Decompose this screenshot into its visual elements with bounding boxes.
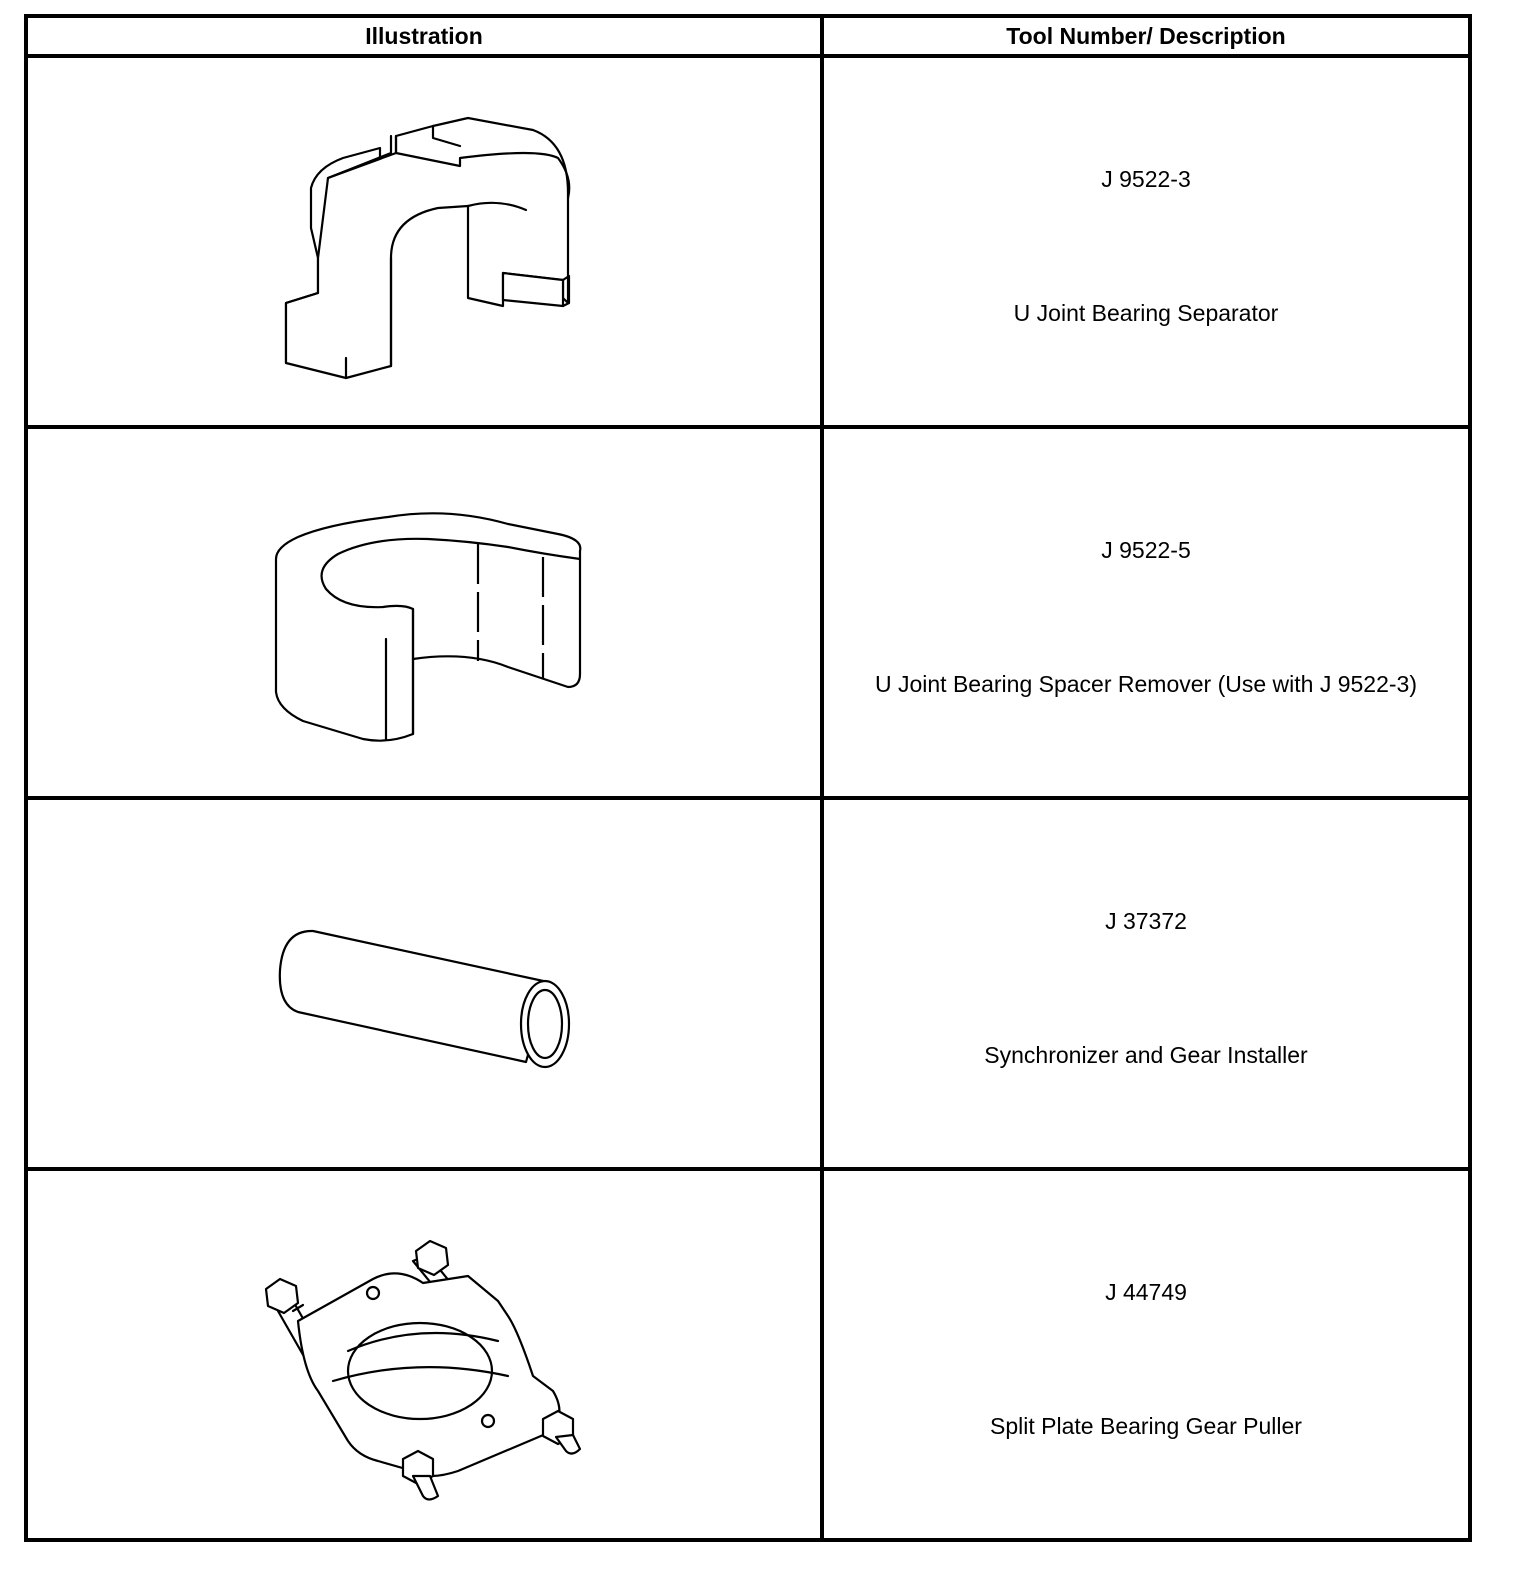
illustration-cell — [24, 1167, 824, 1542]
tool-number: J 9522-5 — [1101, 537, 1191, 563]
illustration-cell — [24, 796, 824, 1171]
header-row: Illustration Tool Number/ Description — [24, 14, 1472, 58]
tool-cell: J 37372 Synchronizer and Gear Installer — [820, 796, 1472, 1171]
table-row: J 44749 Split Plate Bearing Gear Puller — [24, 1167, 1472, 1542]
table-row: J 9522-3 U Joint Bearing Separator — [24, 54, 1472, 429]
tool-number: J 44749 — [1105, 1279, 1187, 1305]
header-tool-number: Tool Number/ Description — [820, 14, 1472, 58]
tool-description: Split Plate Bearing Gear Puller — [990, 1413, 1302, 1439]
tube-installer-icon — [278, 929, 571, 1069]
illustration-cell — [24, 54, 824, 429]
tool-description: U Joint Bearing Separator — [1013, 300, 1279, 326]
table-row: J 9522-5 U Joint Bearing Spacer Remover … — [24, 425, 1472, 800]
spacer-remover-icon — [274, 512, 582, 742]
tool-number: J 37372 — [1105, 908, 1187, 934]
illustration-cell — [24, 425, 824, 800]
bearing-separator-icon — [284, 116, 571, 380]
tool-number: J 9522-3 — [1101, 166, 1191, 192]
tool-description: Synchronizer and Gear Installer — [984, 1042, 1308, 1068]
special-tools-table: Illustration Tool Number/ Description — [24, 14, 1472, 1542]
header-illustration: Illustration — [24, 14, 824, 58]
split-plate-puller-icon — [264, 1239, 582, 1501]
tool-cell: J 9522-5 U Joint Bearing Spacer Remover … — [820, 425, 1472, 800]
tool-cell: J 9522-3 U Joint Bearing Separator — [820, 54, 1472, 429]
tool-cell: J 44749 Split Plate Bearing Gear Puller — [820, 1167, 1472, 1542]
tool-description: U Joint Bearing Spacer Remover (Use with… — [874, 671, 1417, 697]
table-row: J 37372 Synchronizer and Gear Installer — [24, 796, 1472, 1171]
